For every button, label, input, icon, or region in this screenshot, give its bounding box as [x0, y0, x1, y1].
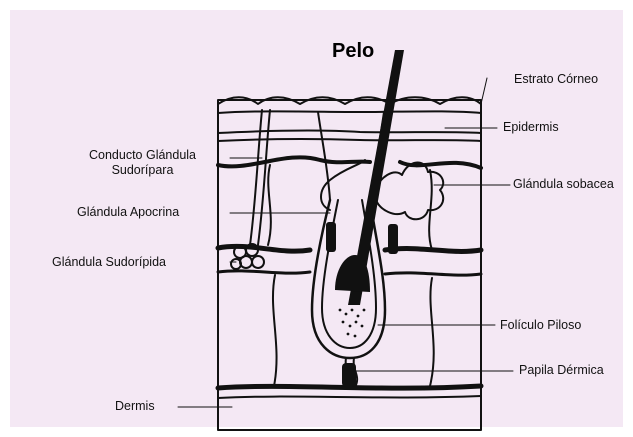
hair-title: Pelo — [332, 40, 374, 63]
fat-band-left — [218, 246, 310, 251]
vessel-1 — [268, 165, 271, 245]
epidermis-line-2 — [218, 139, 481, 141]
vessel-2 — [273, 275, 277, 386]
label-glandula-sobacea: Glándula sobacea — [513, 177, 614, 192]
label-foliculo-piloso: Folículo Piloso — [500, 318, 581, 333]
label-glandula-sudoripida: Glándula Sudorípida — [52, 255, 166, 270]
vessel-4 — [430, 278, 434, 386]
label-conducto-line1: Conducto Glándula — [55, 148, 230, 163]
fat-band-right-2 — [385, 273, 481, 275]
papilla-dots — [339, 309, 366, 338]
fat-band-left-2 — [218, 271, 310, 273]
sweat-coil-3 — [240, 256, 252, 268]
stratum-corneum-inner-line — [218, 111, 481, 113]
label-estrato-corneo: Estrato Córneo — [514, 72, 598, 87]
sweat-coil-4 — [252, 256, 264, 268]
label-papila-dermica: Papila Dérmica — [519, 363, 604, 378]
label-epidermis: Epidermis — [503, 120, 559, 135]
label-conducto-line2: Sudorípara — [55, 163, 230, 178]
label-dermis: Dermis — [115, 399, 155, 414]
label-glandula-apocrina: Glándula Apocrina — [77, 205, 179, 220]
leader-estrato — [481, 78, 487, 104]
dermal-border-left — [218, 157, 370, 166]
bottom-band-2 — [218, 396, 481, 398]
label-conducto-glandula: Conducto Glándula Sudorípara — [55, 148, 230, 178]
apocrine-duct — [321, 160, 365, 210]
epidermis-line — [218, 131, 481, 133]
